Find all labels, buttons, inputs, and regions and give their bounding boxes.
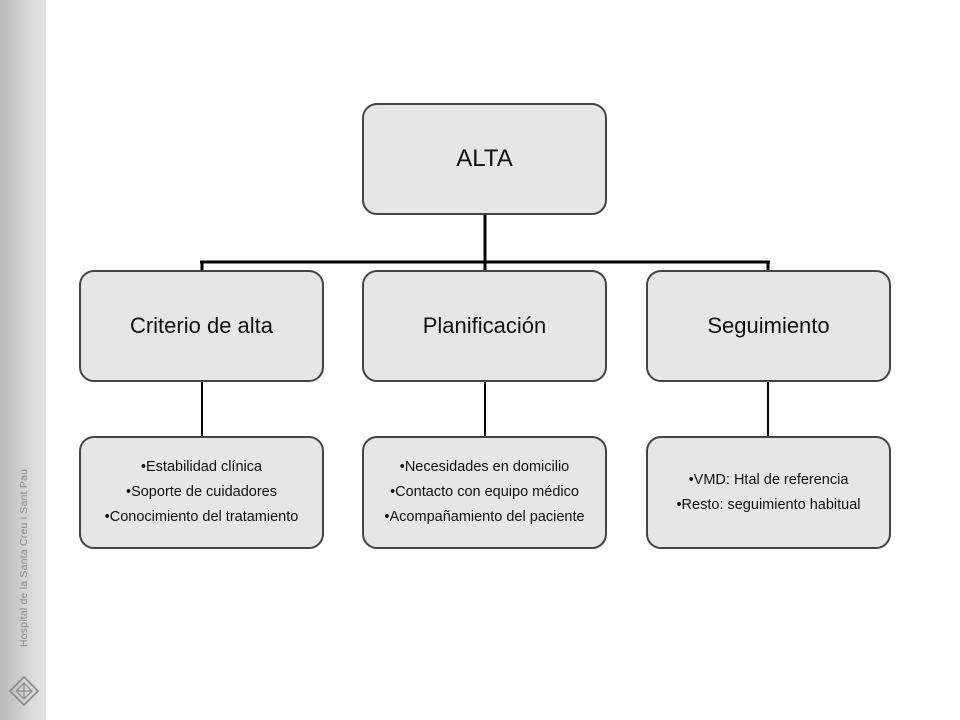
detail-item: •Necesidades en domicilio	[399, 459, 570, 475]
side-bar: Hospital de la Santa Creu i Sant Pau	[0, 0, 46, 720]
detail-item: •Estabilidad clínica	[140, 459, 263, 475]
detail-item: •Soporte de cuidadores	[126, 484, 277, 500]
branch-label: Criterio de alta	[129, 313, 274, 338]
branch-node-seguimiento: Seguimiento	[646, 270, 891, 382]
detail-item: •Resto: seguimiento habitual	[676, 496, 861, 513]
detail-item: •Contacto con equipo médico	[390, 484, 579, 500]
detail-item: •VMD: Htal de referencia	[688, 471, 849, 488]
branch-label: Planificación	[422, 313, 547, 338]
branch-node-criterio: Criterio de alta	[79, 270, 324, 382]
root-label: ALTA	[456, 145, 513, 172]
branch-label: Seguimiento	[707, 313, 830, 338]
detail-node-seguimiento: •VMD: Htal de referencia •Resto: seguimi…	[646, 436, 891, 549]
detail-item: •Acompañamiento del paciente	[384, 509, 585, 525]
hospital-logo-icon	[9, 676, 39, 706]
detail-item: •Conocimiento del tratamiento	[104, 509, 299, 525]
detail-node-criterio: •Estabilidad clínica •Soporte de cuidado…	[79, 436, 324, 549]
branch-node-planificacion: Planificación	[362, 270, 607, 382]
root-node: ALTA	[362, 103, 607, 215]
detail-node-planificacion: •Necesidades en domicilio •Contacto con …	[362, 436, 607, 549]
